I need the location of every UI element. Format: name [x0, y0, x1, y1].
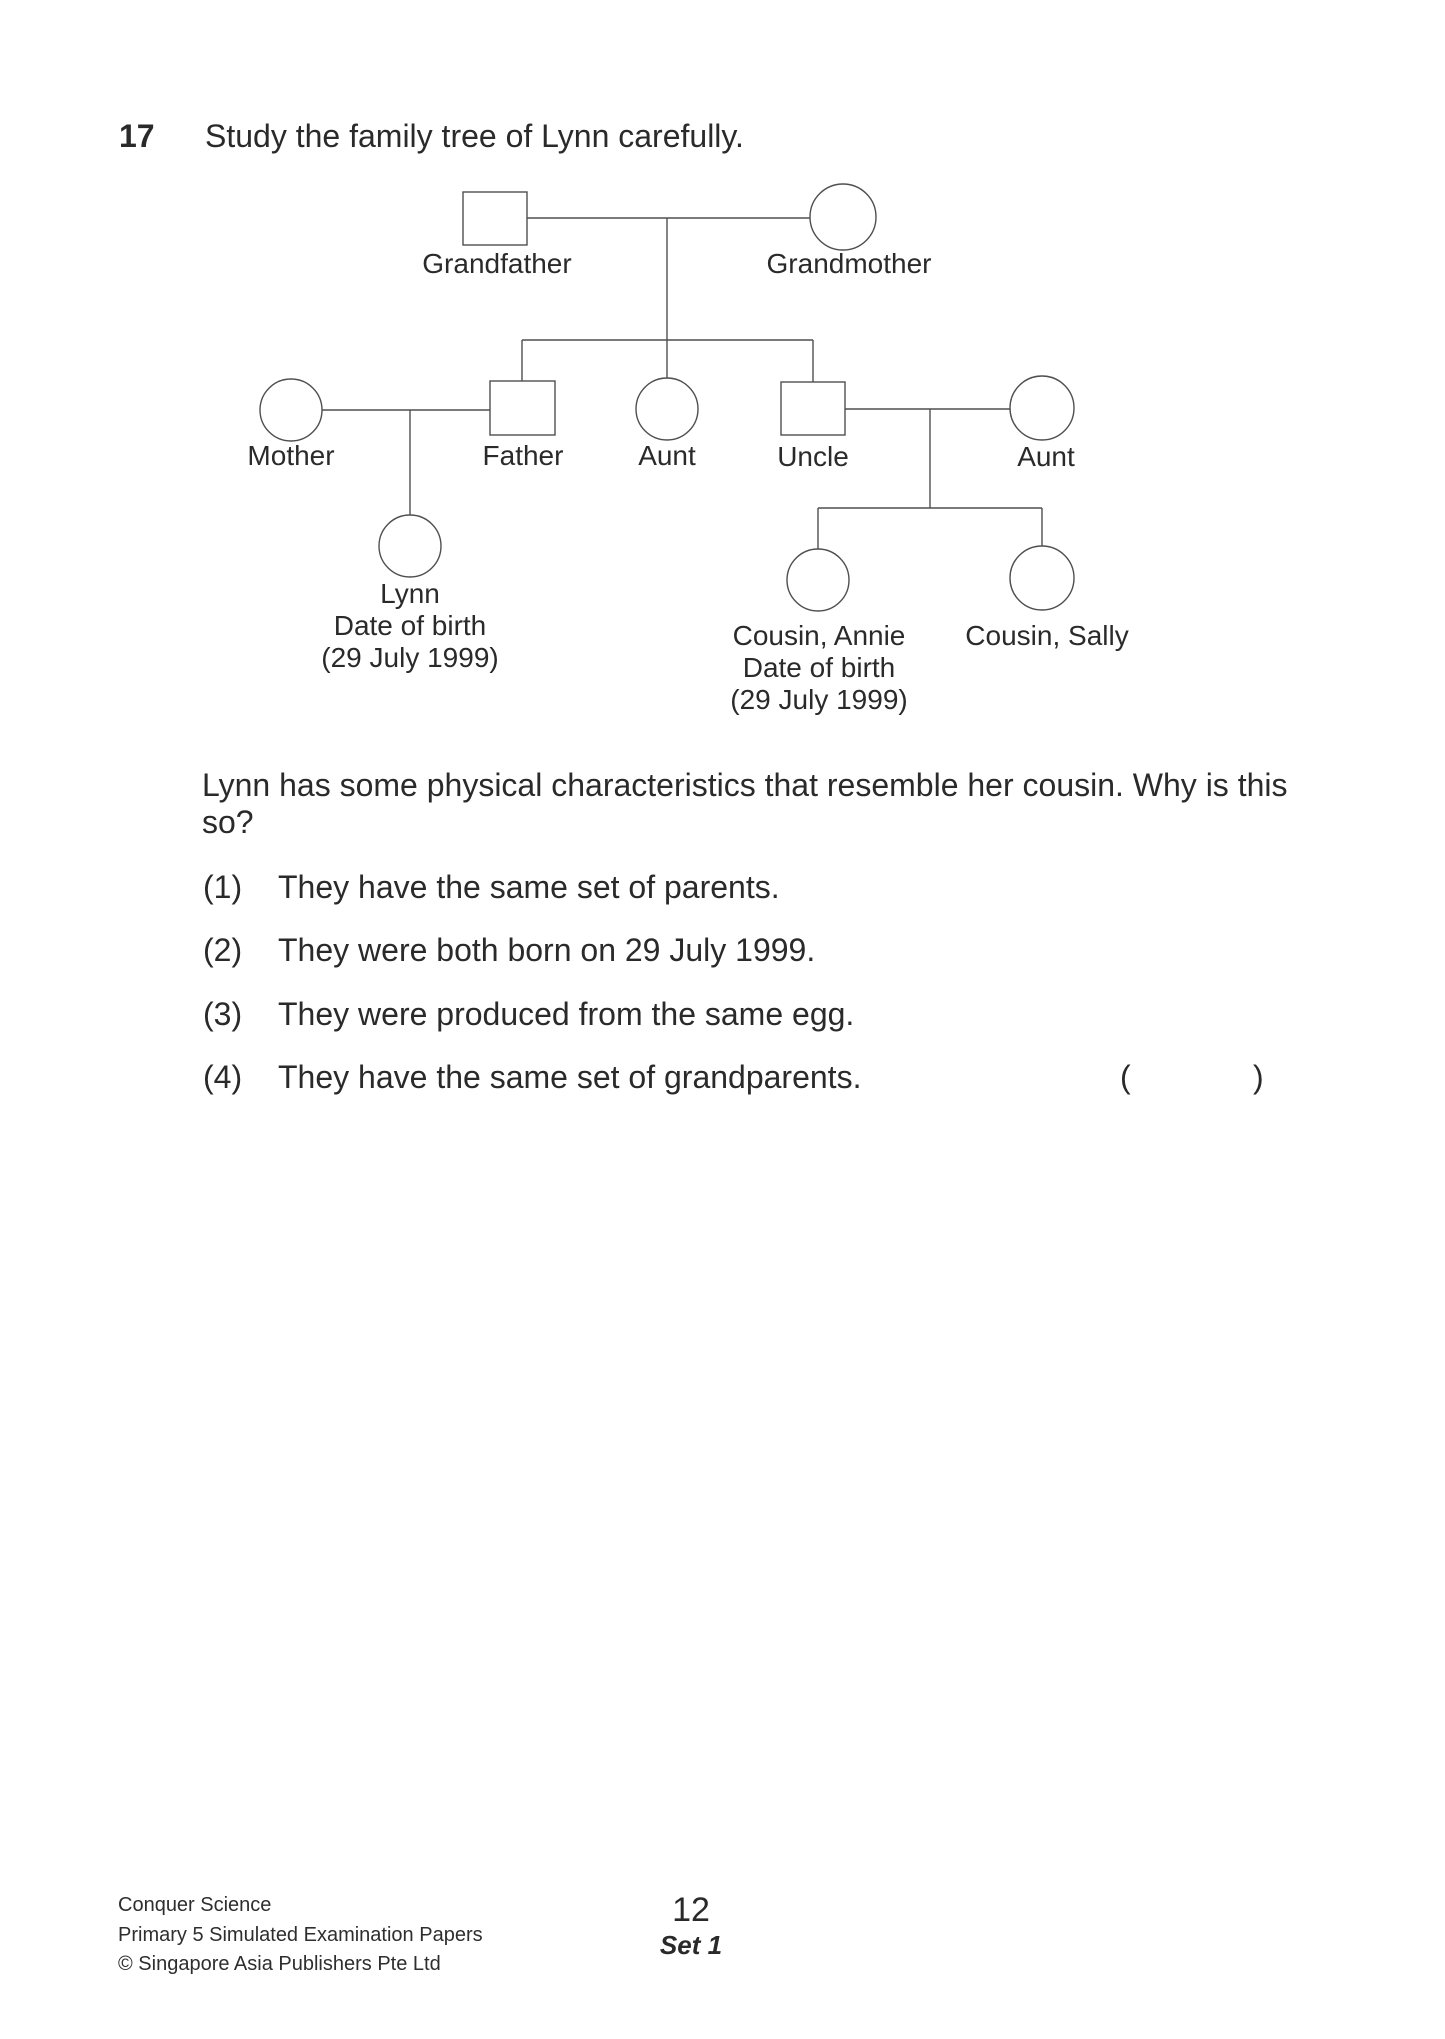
question-prompt: Study the family tree of Lynn carefully. — [205, 118, 744, 154]
lynn-dob-caption: Date of birth — [334, 610, 487, 641]
grandmother-symbol — [809, 183, 877, 251]
option-4-text: They have the same set of grandparents. — [278, 1059, 862, 1095]
question-body: Lynn has some physical characteristics t… — [202, 767, 1287, 841]
option-4-number: (4) — [203, 1059, 243, 1095]
cousin-annie-symbol — [786, 548, 850, 612]
option-row-3: (3) They were produced from the same egg. — [203, 998, 854, 1030]
lynn-symbol — [378, 514, 442, 578]
option-3-number: (3) — [203, 996, 243, 1032]
aunt-right-symbol — [1009, 375, 1075, 441]
grandfather-label: Grandfather — [422, 248, 571, 279]
option-row-4: (4) They have the same set of grandparent… — [203, 1061, 861, 1093]
option-2-number: (2) — [203, 932, 243, 968]
lynn-dob-value: (29 July 1999) — [321, 642, 498, 673]
aunt-middle-label: Aunt — [638, 440, 696, 471]
question-body-line: Lynn has some physical characteristics t… — [202, 767, 1288, 803]
footer-publisher-block: Conquer Science Primary 5 Simulated Exam… — [118, 1891, 483, 1980]
uncle-label: Uncle — [777, 441, 849, 472]
option-3-text: They were produced from the same egg. — [278, 996, 855, 1032]
option-1-number: (1) — [203, 869, 243, 905]
annie-dob-caption: Date of birth — [743, 652, 896, 683]
mother-symbol — [259, 378, 323, 442]
cousin-sally-name-label: Cousin, Sally — [965, 620, 1128, 651]
option-row-2: (2) They were both born on 29 July 1999. — [203, 934, 815, 966]
grandmother-label: Grandmother — [767, 248, 932, 279]
option-row-1: (1) They have the same set of parents. — [203, 871, 780, 903]
family-tree-diagram: Grandfather Grandmother Mother Father Au… — [247, 183, 1129, 715]
footer-set-label: Set 1 — [659, 1930, 723, 1960]
footer-publisher-line: Conquer Science — [118, 1894, 272, 1916]
lynn-name-label: Lynn — [380, 578, 440, 609]
answer-bracket-close: ) — [1253, 1059, 1264, 1095]
grandfather-symbol — [462, 191, 528, 246]
father-label: Father — [483, 440, 564, 471]
annie-dob-value: (29 July 1999) — [730, 684, 907, 715]
aunt-right-label: Aunt — [1017, 441, 1075, 472]
aunt-middle-symbol — [635, 377, 699, 441]
question-number: 17 — [119, 118, 155, 154]
answer-bracket-open: ( — [1120, 1059, 1131, 1095]
mother-label: Mother — [247, 440, 334, 471]
uncle-symbol — [780, 381, 846, 436]
father-symbol — [489, 380, 556, 436]
option-2-text: They were both born on 29 July 1999. — [278, 932, 816, 968]
footer-publisher-line: © Singapore Asia Publishers Pte Ltd — [118, 1953, 441, 1975]
option-1-text: They have the same set of parents. — [278, 869, 780, 905]
question-body-line: so? — [202, 804, 254, 840]
footer-page-block: 12 Set 1 — [611, 1891, 771, 1960]
footer-publisher-line: Primary 5 Simulated Examination Papers — [118, 1923, 483, 1946]
cousin-annie-name-label: Cousin, Annie — [733, 620, 906, 651]
cousin-sally-symbol — [1009, 545, 1075, 611]
footer-page-number: 12 — [672, 1891, 710, 1929]
